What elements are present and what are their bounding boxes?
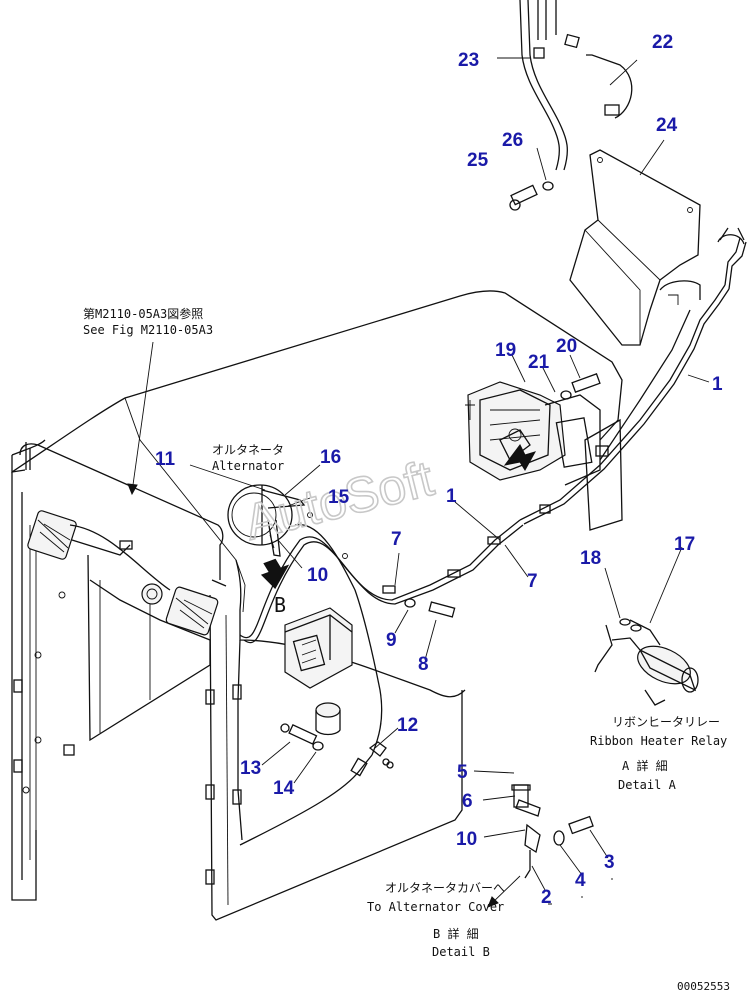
callout-1-right: 1 [712,374,723,395]
wiring-harness-1 [232,227,747,846]
callout-7-right: 7 [527,571,538,592]
callout-26: 26 [502,130,523,151]
callout-23: 23 [458,50,479,71]
reference-label-en: See Fig M2110-05A3 [83,323,213,337]
callout-19: 19 [495,340,516,361]
callout-1-center: 1 [446,486,457,507]
callout-10-lower: 10 [456,829,477,850]
alternator [227,484,306,557]
relay-box [284,607,353,736]
callout-numbers: 22 23 24 26 25 19 20 21 1 11 16 15 1 10 … [155,32,723,908]
view-b-label: B [274,593,286,617]
detail-a-label-en: Detail A [618,778,677,792]
upper-wires [509,0,633,211]
callout-15: 15 [328,487,350,508]
alt-cover-label-ja: オルタネータカバーへ [385,881,505,895]
callout-18: 18 [580,548,601,569]
figure-number: 00052553 [677,980,730,993]
callout-7-left: 7 [391,529,402,550]
callout-5: 5 [457,762,468,783]
reference-label-ja: 第M2110-05A3図参照 [83,306,203,321]
leader-lines [127,57,710,908]
alt-cover-label-en: To Alternator Cover [367,900,504,914]
cover-plate [569,149,701,346]
callout-24: 24 [656,115,678,136]
callout-13: 13 [240,758,261,779]
callout-25: 25 [467,150,489,171]
alternator-label-en: Alternator [212,459,284,473]
callout-4: 4 [575,870,586,891]
callout-22: 22 [652,32,673,53]
callout-12: 12 [397,715,418,736]
work-lights [27,510,219,636]
callout-16: 16 [320,447,341,468]
callout-3: 3 [604,852,615,873]
relay-assembly [465,373,623,531]
callout-14: 14 [273,778,295,799]
detail-a-label-ja: A 詳 細 [622,758,668,773]
callout-17: 17 [674,534,695,555]
detail-a-relay [594,618,699,706]
detail-b-parts [511,784,594,879]
detail-b-label-ja: B 詳 細 [433,926,479,941]
callout-6: 6 [462,791,473,812]
callout-8: 8 [418,654,429,675]
relay-label-en: Ribbon Heater Relay [590,734,727,748]
relay-label-ja: リボンヒータリレー [612,715,720,729]
engine-hood [11,290,623,921]
callout-10-upper: 10 [307,565,328,586]
callout-9: 9 [386,630,397,651]
callout-2: 2 [541,887,552,908]
callout-21: 21 [528,352,550,373]
terminals-12 [280,598,456,777]
alternator-label-ja: オルタネータ [212,443,284,457]
callout-20: 20 [556,336,577,357]
callout-11: 11 [155,449,176,470]
detail-b-label-en: Detail B [432,945,490,959]
view-b-arrow [260,558,290,590]
